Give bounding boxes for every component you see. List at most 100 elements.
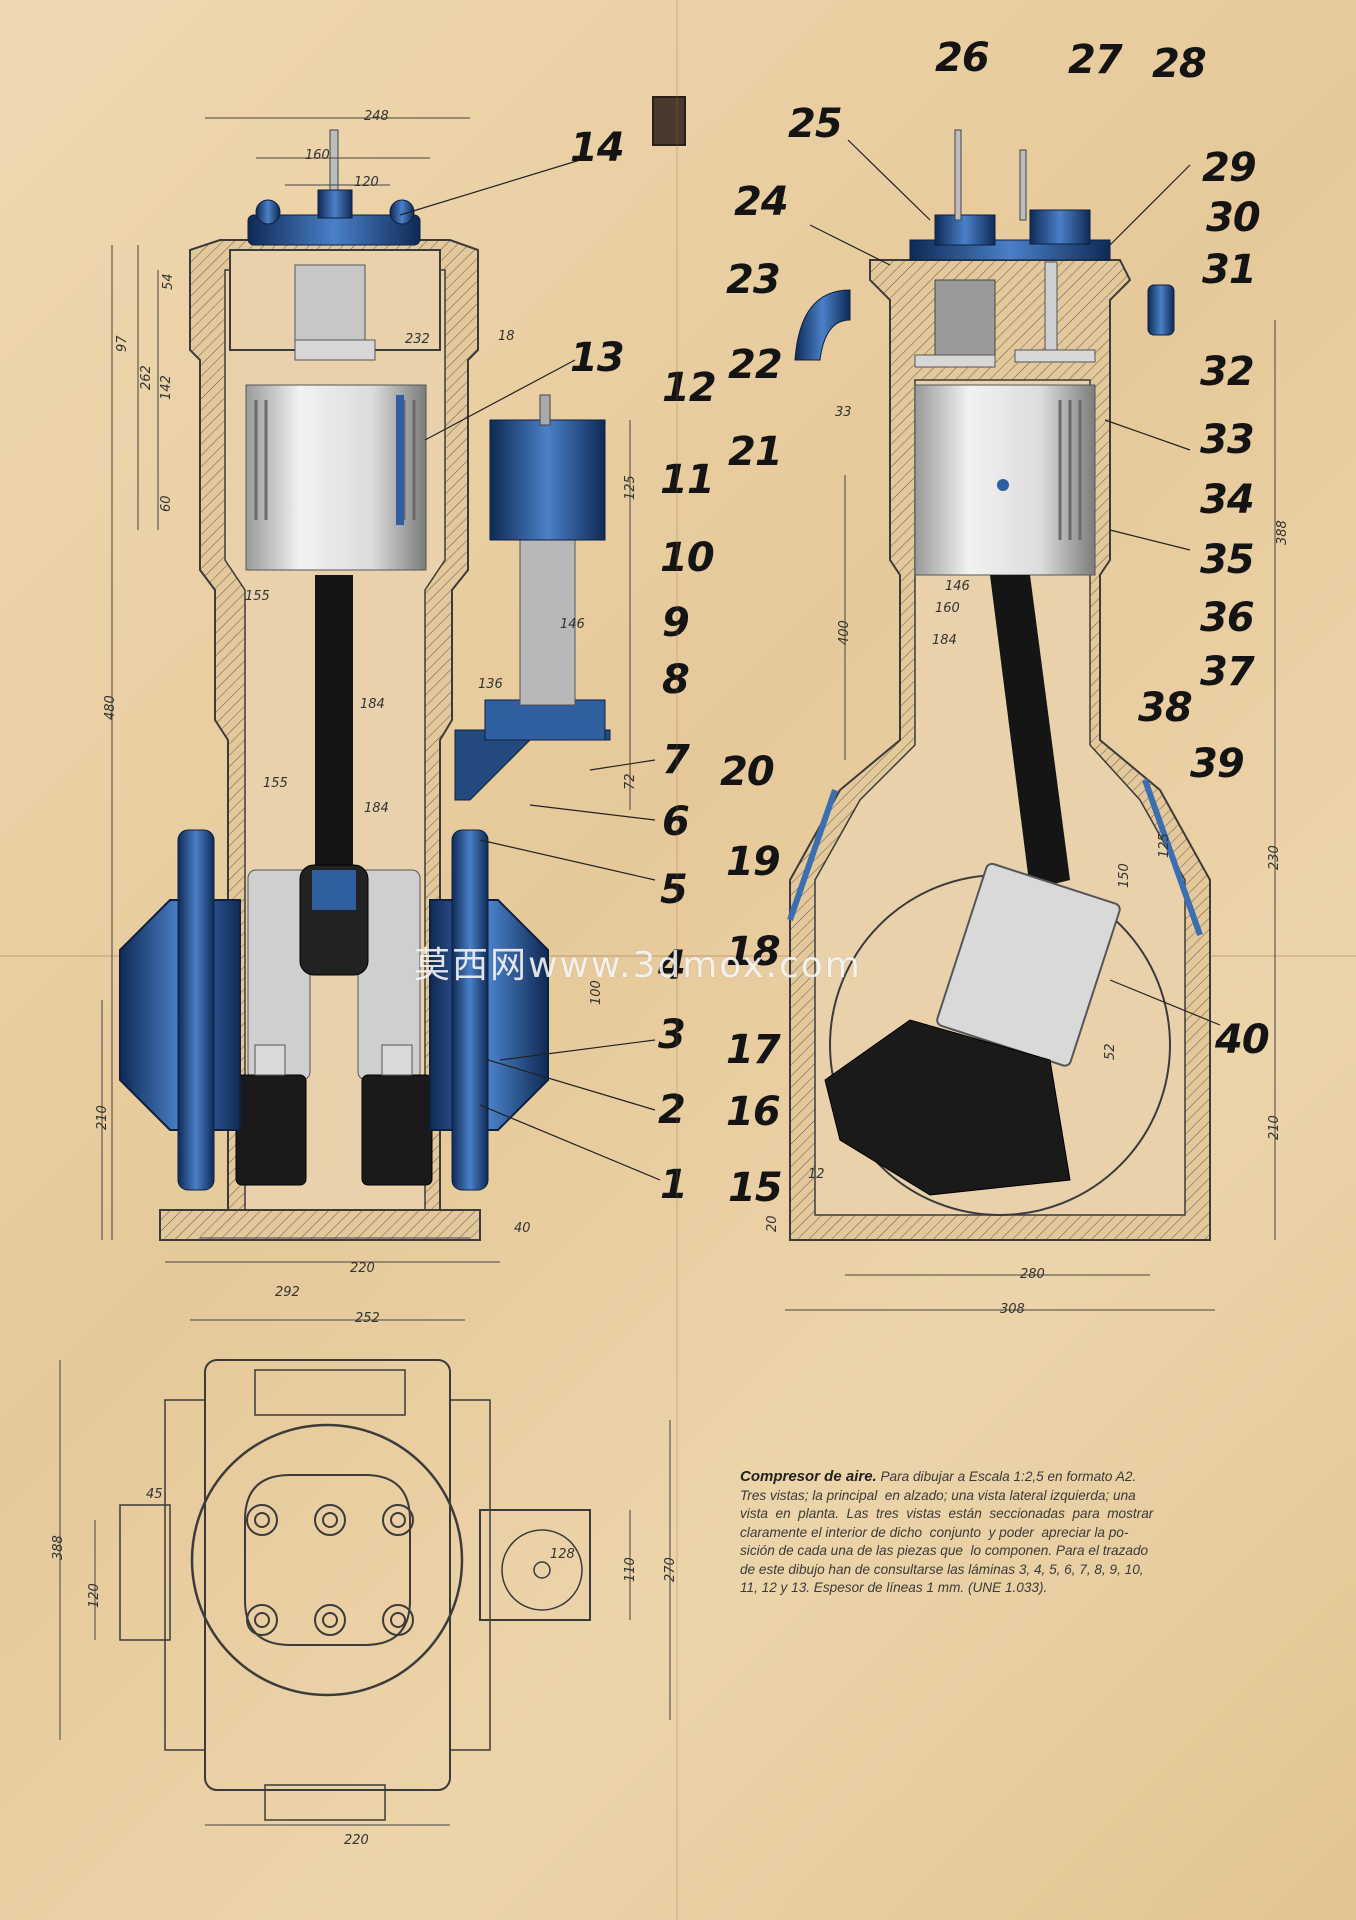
caption-line: 11, 12 y 13. Espesor de líneas 1 mm. (UN… <box>740 1580 1048 1595</box>
caption-line: Tres vistas; la principal en alzado; una… <box>740 1487 1136 1503</box>
dim-label: 388 <box>51 1535 66 1560</box>
callout-32: 32 <box>1200 349 1255 395</box>
callout-18: 18 <box>726 929 781 975</box>
dim-label: 252 <box>355 1311 380 1326</box>
dim-label: 12 <box>808 1167 825 1182</box>
callout-1: 1 <box>660 1162 688 1208</box>
leader-lines <box>399 139 1221 1181</box>
callout-23: 23 <box>726 257 781 303</box>
dim-label: 125 <box>623 475 638 500</box>
callout-31: 31 <box>1202 247 1257 293</box>
dim-label: 308 <box>1000 1302 1025 1317</box>
callout-5: 5 <box>660 867 688 913</box>
callout-8: 8 <box>662 657 690 703</box>
library-stamp <box>652 96 686 146</box>
callout-40: 40 <box>1215 1017 1270 1063</box>
callout-11: 11 <box>660 457 715 503</box>
dim-label: 184 <box>932 633 957 648</box>
dim-label: 45 <box>146 1487 163 1502</box>
left-side-view <box>785 129 1276 1311</box>
dim-label: 480 <box>103 695 118 720</box>
caption-title: Compresor de aire. <box>740 1468 877 1485</box>
front-elevation-view <box>101 117 631 1263</box>
callout-16: 16 <box>726 1089 781 1135</box>
callout-4: 4 <box>658 943 686 989</box>
dim-label: 128 <box>550 1547 575 1562</box>
callout-30: 30 <box>1206 195 1261 241</box>
callout-28: 28 <box>1152 41 1207 87</box>
dim-label: 146 <box>945 579 970 594</box>
caption-line: claramente el interior de dicho conjunto… <box>740 1524 1129 1540</box>
callout-2: 2 <box>658 1087 686 1133</box>
callout-25: 25 <box>788 101 843 147</box>
callout-14: 14 <box>570 125 625 171</box>
dim-label: 248 <box>364 109 389 124</box>
plan-view <box>59 1319 671 1826</box>
dim-label: 184 <box>364 801 389 816</box>
callout-9: 9 <box>662 600 690 646</box>
callout-12: 12 <box>662 365 717 411</box>
dim-label: 54 <box>161 273 176 290</box>
callout-20: 20 <box>720 749 775 795</box>
dim-label: 142 <box>159 375 174 400</box>
callout-38: 38 <box>1138 685 1193 731</box>
callout-29: 29 <box>1202 145 1257 191</box>
dim-label: 232 <box>405 332 430 347</box>
dim-label: 150 <box>1117 863 1132 888</box>
callout-7: 7 <box>662 737 690 783</box>
dim-label: 160 <box>935 601 960 616</box>
dim-label: 146 <box>560 617 585 632</box>
callout-15: 15 <box>728 1165 783 1211</box>
dim-label: 210 <box>95 1105 110 1130</box>
callout-39: 39 <box>1190 741 1245 787</box>
dim-label: 97 <box>115 335 130 352</box>
dim-label: 220 <box>350 1261 375 1276</box>
callout-13: 13 <box>570 335 625 381</box>
caption-line: Para dibujar a Escala 1:2,5 en formato A… <box>876 1469 1137 1484</box>
dim-label: 270 <box>663 1557 678 1582</box>
drawing-caption: Compresor de aire. Para dibujar a Escala… <box>740 1468 1352 1598</box>
dim-label: 120 <box>354 175 379 190</box>
dim-label: 388 <box>1275 520 1290 545</box>
dim-label: 230 <box>1267 845 1282 870</box>
dim-label: 110 <box>623 1557 638 1582</box>
callout-17: 17 <box>726 1027 781 1073</box>
callout-19: 19 <box>726 839 781 885</box>
callout-3: 3 <box>658 1012 686 1058</box>
dim-label: 20 <box>765 1215 780 1232</box>
dim-label: 292 <box>275 1285 300 1300</box>
dim-label: 52 <box>1103 1043 1118 1060</box>
watermark-text: 莫西网www.3dmox.com <box>414 945 862 986</box>
dim-label: 160 <box>305 148 330 163</box>
dim-label: 60 <box>159 495 174 512</box>
dim-label: 220 <box>344 1833 369 1848</box>
callout-21: 21 <box>728 429 783 475</box>
dim-label: 184 <box>360 697 385 712</box>
dim-label: 400 <box>837 620 852 645</box>
dim-label: 33 <box>835 405 852 420</box>
caption-line: de este dibujo han de consultarse las lá… <box>740 1561 1144 1577</box>
callout-24: 24 <box>734 179 789 225</box>
callout-36: 36 <box>1200 595 1255 641</box>
callout-26: 26 <box>935 35 990 81</box>
dim-label: 280 <box>1020 1267 1045 1282</box>
dim-label: 125 <box>1157 833 1172 858</box>
dim-label: 18 <box>498 329 515 344</box>
dim-label: 72 <box>623 773 638 790</box>
caption-line: sición de cada una de las piezas que lo … <box>740 1543 1149 1558</box>
callout-34: 34 <box>1200 477 1255 523</box>
caption-line: vista en planta. Las tres vistas están s… <box>740 1506 1154 1521</box>
dim-label: 155 <box>245 589 270 604</box>
dim-label: 120 <box>87 1583 102 1608</box>
callout-27: 27 <box>1068 37 1123 83</box>
dim-label: 155 <box>263 776 288 791</box>
callout-10: 10 <box>660 535 715 581</box>
callout-37: 37 <box>1200 649 1255 695</box>
callout-22: 22 <box>728 342 783 388</box>
callout-6: 6 <box>662 799 690 845</box>
dim-label: 262 <box>139 365 154 390</box>
dim-label: 136 <box>478 677 503 692</box>
callout-33: 33 <box>1200 417 1255 463</box>
